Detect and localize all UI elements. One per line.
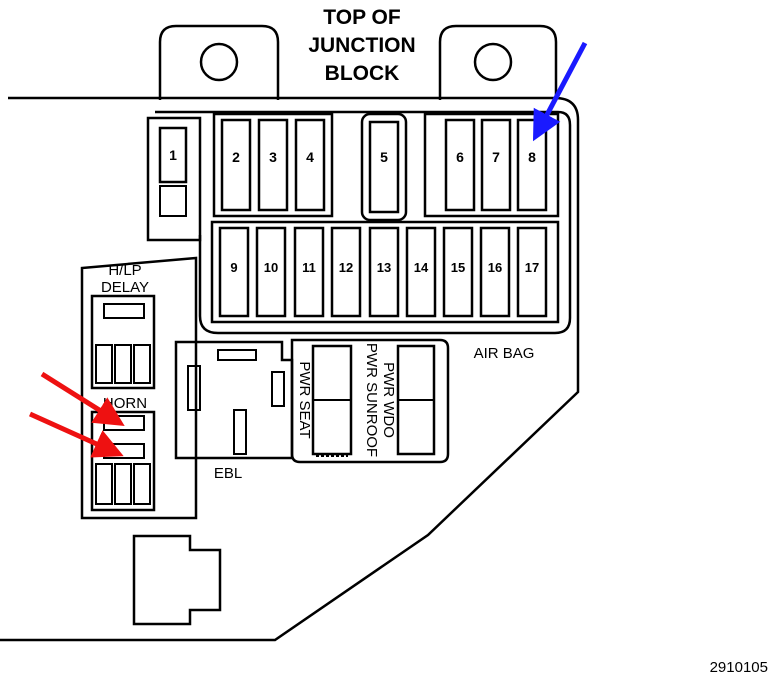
fuse-6: 6 (444, 118, 476, 212)
fuse-17: 17 (516, 226, 548, 318)
title-line-3: BLOCK (325, 62, 400, 85)
fuse-9-label: 9 (230, 260, 237, 275)
bottom-connector (132, 534, 222, 626)
fuse-2-label: 2 (232, 149, 240, 165)
title-line-1: TOP OF (323, 6, 401, 29)
blue-arrow (532, 41, 588, 142)
fuse-13: 13 (368, 226, 400, 318)
fuse-15-label: 15 (451, 260, 465, 275)
fuse-8: 8 (516, 118, 548, 212)
horn-relay (90, 410, 156, 512)
bottom-row-housing (210, 220, 560, 324)
fuse-6-label: 6 (456, 149, 464, 165)
pwr-sunroof-label: PWR SUNROOF (363, 343, 380, 457)
hlp-delay-label-line1: H/LP (108, 262, 141, 279)
fuse-2: 2 (220, 118, 252, 212)
ebl-label: EBL (214, 465, 242, 482)
fuse-12: 12 (330, 226, 362, 318)
fuse-5: 5 (368, 120, 400, 214)
mounting-tab-right (438, 24, 558, 100)
fuse-7-label: 7 (492, 149, 500, 165)
fuse-1-label: 1 (169, 147, 177, 163)
hlp-delay-relay (90, 294, 156, 390)
ebl-relay (174, 340, 294, 460)
fuse-5-label: 5 (380, 149, 388, 165)
relay-column-outline (80, 256, 198, 520)
fuse-11-label: 11 (302, 260, 316, 275)
top-row-left-housing (212, 112, 334, 218)
fuse-3-label: 3 (269, 149, 277, 165)
fuse-1: 1 (158, 126, 188, 217)
top-row-center-housing (360, 112, 408, 222)
fuse-10-label: 10 (264, 260, 278, 275)
fuse-7: 7 (480, 118, 512, 212)
pwr-seat-label: PWR SEAT (296, 361, 313, 438)
fuse-9: 9 (218, 226, 250, 318)
fuse-16-label: 16 (488, 260, 502, 275)
mounting-tab-left (158, 24, 280, 100)
fuse-1-housing (146, 116, 202, 242)
fuse-14: 14 (405, 226, 437, 318)
red-arrow-lower (28, 411, 124, 458)
fuse-12-label: 12 (339, 260, 353, 275)
fuse-11: 11 (293, 226, 325, 318)
hlp-delay-label-line2: DELAY (101, 279, 149, 296)
fuse-17-label: 17 (525, 260, 539, 275)
fuse-panel-outline (155, 110, 572, 335)
fuse-16: 16 (479, 226, 511, 318)
fuse-14-label: 14 (414, 260, 429, 275)
title-line-2: JUNCTION (308, 34, 415, 57)
air-bag-label: AIR BAG (474, 345, 535, 362)
horn-label: HORN (103, 395, 147, 412)
block-outline (0, 96, 580, 642)
pwr-relay-housing (290, 338, 450, 464)
red-arrow-upper (40, 371, 125, 426)
top-row-right-housing (423, 112, 560, 218)
pwr-seat-sunroof-relay (311, 344, 353, 457)
figure-id: 2910105 (710, 659, 768, 676)
fuse-15: 15 (442, 226, 474, 318)
fuse-10: 10 (255, 226, 287, 318)
fuse-4-label: 4 (306, 149, 314, 165)
fuse-8-label: 8 (528, 149, 536, 165)
pwr-wdo-relay (396, 344, 436, 456)
fuse-13-label: 13 (377, 260, 391, 275)
pwr-wdo-label: PWR WDO (380, 362, 397, 438)
fuse-4: 4 (294, 118, 326, 212)
fuse-3: 3 (257, 118, 289, 212)
